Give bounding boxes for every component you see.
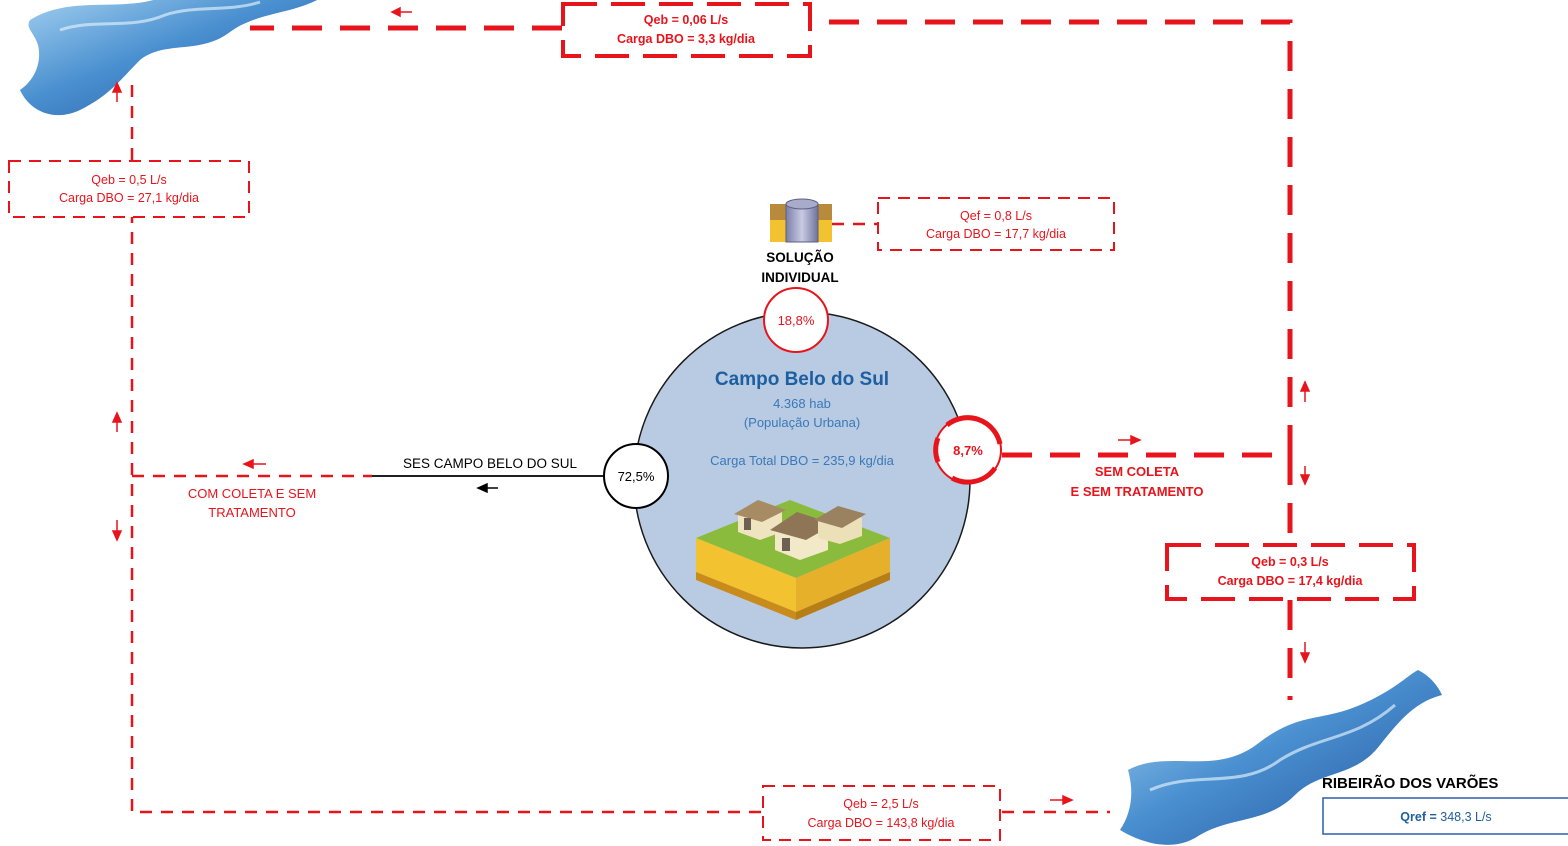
arrow-up-icon — [1299, 380, 1311, 402]
share-no-collection-value: 8,7% — [953, 443, 983, 458]
left-branch-line — [130, 85, 762, 814]
arrow-down-icon — [1299, 642, 1311, 664]
individual-label-line1: SOLUÇÃO — [766, 250, 834, 265]
arrow-up-icon — [111, 81, 123, 102]
city-name: Campo Belo do Sul — [715, 369, 889, 390]
uncollected-label-line1: SEM COLETA — [1095, 464, 1180, 479]
arrow-right-icon — [1050, 794, 1074, 806]
city-population-note: (População Urbana) — [744, 415, 860, 430]
individual-label-line2: INDIVIDUAL — [761, 270, 838, 285]
right-flow: Qeb = 0,3 L/s — [1251, 555, 1329, 569]
arrow-down-icon — [111, 520, 123, 542]
arrow-up-icon — [111, 411, 123, 432]
share-individual-badge: 18,8% — [763, 287, 829, 353]
uncollected-branch-line — [810, 19, 1293, 458]
share-collected-badge: 72,5% — [603, 443, 669, 509]
individual-flow: Qef = 0,8 L/s — [960, 209, 1032, 223]
upper-left-info-box — [8, 160, 250, 218]
collected-label-line2: TRATAMENTO — [208, 505, 295, 520]
individual-load: Carga DBO = 17,7 kg/dia — [926, 227, 1066, 241]
arrow-left-icon — [242, 458, 266, 470]
qref-box — [1322, 797, 1568, 835]
arrow-left-icon — [476, 482, 498, 494]
uncollected-label-line2: E SEM TRATAMENTO — [1071, 484, 1204, 499]
river-name: RIBEIRÃO DOS VARÕES — [1322, 774, 1498, 792]
ses-system-name: SES CAMPO BELO DO SUL — [403, 456, 578, 471]
arrow-left-icon — [390, 6, 412, 18]
city-population: 4.368 hab — [773, 396, 831, 411]
right-info-box — [1165, 543, 1416, 601]
arrow-down-icon — [1299, 466, 1311, 486]
individual-info-box — [877, 197, 1115, 251]
right-load: Carga DBO = 17,4 kg/dia — [1218, 574, 1364, 588]
top-info-box — [561, 2, 812, 58]
river-top-left-icon — [20, 0, 317, 116]
qref-text: Qref = 348,3 L/s — [1400, 810, 1491, 824]
share-individual-value: 18,8% — [778, 313, 815, 328]
qref-label: Qref = — [1400, 810, 1436, 824]
top-load: Carga DBO = 3,3 kg/dia — [617, 32, 756, 46]
houses-icon — [696, 500, 890, 620]
septic-tank-icon — [770, 198, 832, 243]
bottom-flow: Qeb = 2,5 L/s — [843, 797, 918, 811]
share-no-collection-badge: 8,7% — [933, 415, 1003, 485]
collected-label-line1: COM COLETA E SEM — [188, 486, 316, 501]
arrow-right-icon — [1118, 434, 1142, 446]
top-flow: Qeb = 0,06 L/s — [644, 13, 728, 27]
arrows — [111, 6, 1311, 806]
qref-value: 348,3 L/s — [1437, 810, 1492, 824]
upper-left-load: Carga DBO = 27,1 kg/dia — [59, 191, 199, 205]
bottom-load: Carga DBO = 143,8 kg/dia — [808, 816, 955, 830]
city-total-load: Carga Total DBO = 235,9 kg/dia — [710, 453, 894, 468]
upper-left-flow: Qeb = 0,5 L/s — [91, 173, 166, 187]
bottom-info-box — [762, 785, 1001, 841]
river-bottom-right-icon — [1120, 670, 1442, 845]
flow-lines — [130, 19, 1293, 814]
share-collected-value: 72,5% — [618, 469, 655, 484]
